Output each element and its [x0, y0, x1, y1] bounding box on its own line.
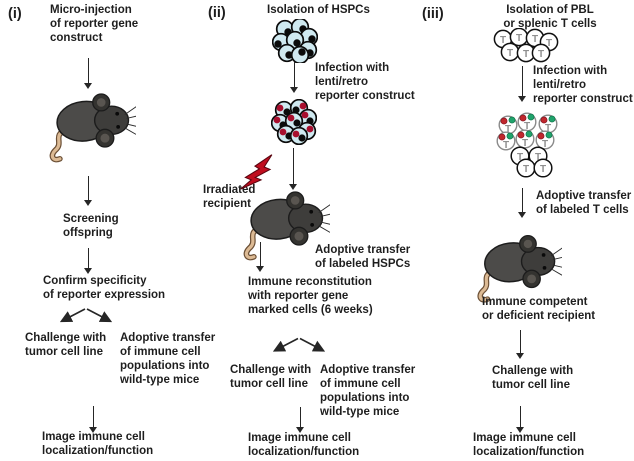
confirm-specificity-text: Confirm specificity of reporter expressi…: [43, 275, 166, 301]
arrow-down-icon: [515, 330, 526, 359]
recipient-text: Immune competent or deficient recipient: [482, 296, 596, 322]
labeled-hspc-cells-icon: [271, 99, 317, 145]
arrow-down-icon: [88, 406, 99, 433]
infection-text: Infection with lenti/retro reporter cons…: [315, 62, 415, 102]
panel-label-iii: (iii): [422, 6, 444, 22]
svg-text:T: T: [540, 164, 546, 175]
svg-text:T: T: [524, 121, 530, 132]
image-immune-cell-text: Image immune cell localization/function: [473, 432, 585, 458]
svg-text:T: T: [523, 164, 529, 175]
labeled-t-cells-icon: T T T T T T T T T T: [496, 112, 558, 178]
infection-text: Infection with lenti/retro reporter cons…: [533, 65, 633, 105]
svg-text:T: T: [545, 123, 551, 134]
screening-text: Screening offspring: [63, 213, 119, 239]
panel-label-i: (i): [8, 6, 22, 22]
hspc-cells-icon: [272, 19, 318, 63]
mouse-icon: [42, 86, 136, 164]
arrow-down-icon: [289, 62, 300, 93]
reconstitution-text: Immune reconstitution with reporter gene…: [248, 276, 373, 316]
fork-arrows-icon: [59, 308, 113, 323]
microinjection-text: Micro-injection of reporter gene constru…: [50, 4, 139, 44]
arrow-down-icon: [295, 407, 306, 433]
arrow-down-icon: [255, 242, 266, 272]
arrow-down-icon: [515, 406, 526, 433]
challenge-text: Challenge with tumor cell line: [25, 332, 107, 358]
challenge-text: Challenge with tumor cell line: [492, 365, 574, 391]
isolation-hspc-text: Isolation of HSPCs: [267, 4, 370, 16]
svg-text:T: T: [538, 49, 544, 60]
svg-text:T: T: [535, 152, 541, 163]
arrow-down-icon: [83, 58, 94, 89]
svg-text:T: T: [505, 124, 511, 135]
challenge-text: Challenge with tumor cell line: [230, 364, 312, 390]
fork-arrows-icon: [272, 337, 326, 352]
arrow-down-icon: [288, 148, 299, 190]
adoptive-transfer-wildtype-text: Adoptive transfer of immune cell populat…: [120, 332, 216, 386]
image-immune-cell-text: Image immune cell localization/function: [248, 432, 360, 458]
svg-text:T: T: [532, 34, 538, 45]
adoptive-transfer-wildtype-text: Adoptive transfer of immune cell populat…: [320, 364, 416, 418]
mouse-icon: [470, 228, 562, 304]
svg-text:T: T: [522, 138, 528, 149]
t-cells-icon: T T T T T T T: [493, 28, 559, 63]
svg-text:T: T: [546, 38, 552, 49]
svg-text:T: T: [503, 140, 509, 151]
svg-text:T: T: [507, 48, 513, 59]
arrow-down-icon: [83, 176, 94, 206]
svg-text:T: T: [517, 152, 523, 163]
panel-label-ii: (ii): [208, 5, 226, 21]
lightning-bolt-icon: [240, 154, 273, 190]
adoptive-hspc-text: Adoptive transfer of labeled HSPCs: [315, 244, 411, 270]
svg-text:T: T: [523, 49, 529, 60]
svg-text:T: T: [500, 35, 506, 46]
adoptive-t-cells-text: Adoptive transfer of labeled T cells: [536, 190, 632, 216]
image-immune-cell-text: Image immune cell localization/function: [42, 431, 154, 457]
svg-text:T: T: [542, 139, 548, 150]
arrow-down-icon: [517, 66, 528, 102]
svg-text:T: T: [516, 33, 522, 44]
arrow-down-icon: [83, 248, 94, 274]
isolation-pbl-text: Isolation of PBL or splenic T cells: [503, 4, 597, 30]
arrow-down-icon: [517, 188, 528, 218]
